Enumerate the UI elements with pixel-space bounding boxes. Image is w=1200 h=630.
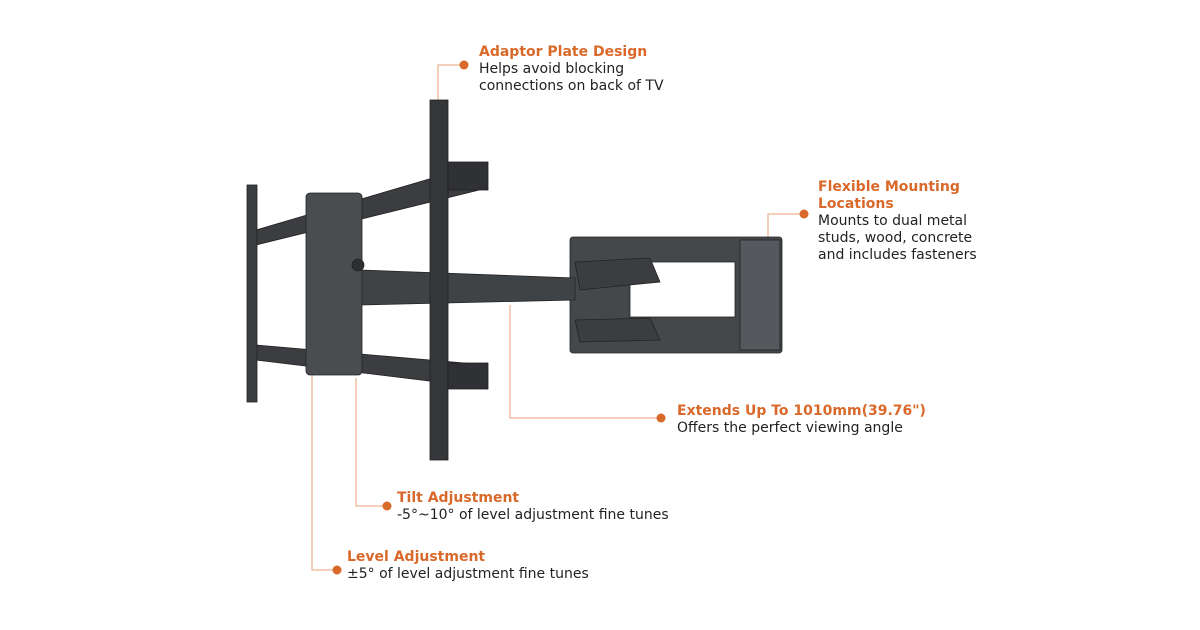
callout-desc: Helps avoid blocking (479, 61, 625, 77)
callout-title: Flexible Mounting (818, 179, 960, 195)
callout-desc: Mounts to dual metal (818, 213, 968, 229)
callout-desc: connections on back of TV (479, 78, 664, 94)
callout-extends: Extends Up To 1010mm(39.76") Offers the … (677, 403, 926, 437)
flexible-dot (799, 209, 809, 219)
callout-title: Level Adjustment (347, 549, 486, 565)
callout-title: Locations (818, 196, 894, 212)
tilt-dot (382, 501, 392, 511)
callout-desc: -5°~10° of level adjustment fine tunes (397, 507, 669, 523)
callout-title: Tilt Adjustment (397, 490, 520, 506)
callout-desc: ±5° of level adjustment fine tunes (347, 566, 589, 582)
callout-desc: studs, wood, concrete (818, 230, 973, 246)
extends-dot (656, 413, 666, 423)
level-dot (332, 565, 342, 575)
callout-desc: and includes fasteners (818, 247, 977, 263)
callout-title: Adaptor Plate Design (479, 44, 648, 60)
callout-tilt: Tilt Adjustment -5°~10° of level adjustm… (397, 490, 669, 524)
mount (246, 99, 783, 461)
callout-desc: Offers the perfect viewing angle (677, 420, 903, 436)
callout-adaptor-plate: Adaptor Plate Design Helps avoid blockin… (479, 44, 664, 95)
callout-title: Extends Up To 1010mm(39.76") (677, 403, 926, 419)
callout-dots (332, 60, 809, 575)
leader-lines (311, 64, 804, 571)
adaptor-dot (459, 60, 469, 70)
callout-level: Level Adjustment ±5° of level adjustment… (347, 549, 589, 583)
callout-flexible-mounting: Flexible Mounting Locations Mounts to du… (818, 179, 977, 264)
